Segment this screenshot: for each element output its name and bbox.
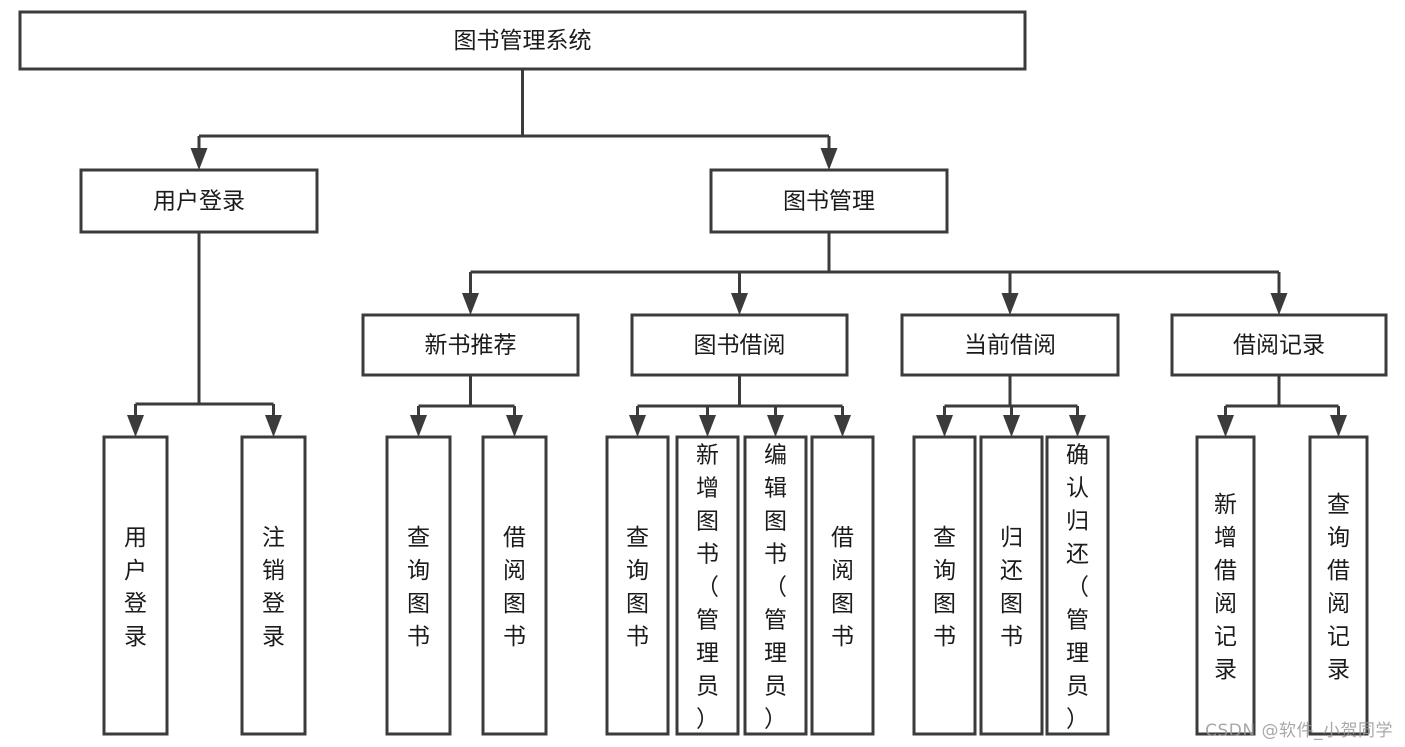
node-label: 新书推荐 [425,333,517,359]
node-leaf-query-book-borrow[interactable]: 查询图书 [605,435,670,736]
node-label: 查询图书 [407,525,430,650]
node-label: 图书管理系统 [454,28,592,54]
arrow-head-icon [834,415,851,437]
node-box [605,435,670,736]
node-box [743,435,808,736]
node-box [675,435,740,736]
node-label: 查询图书 [626,525,649,650]
node-box [79,168,319,234]
node-root[interactable]: 图书管理系统 [18,10,1027,71]
node-box [385,435,452,736]
node-book-borrow[interactable]: 图书借阅 [630,313,849,377]
edges-layer [127,69,1347,437]
node-leaf-query-book-rec[interactable]: 查询图书 [385,435,452,736]
node-label: 借阅记录 [1233,333,1325,359]
node-leaf-borrow-book-rec[interactable]: 借阅图书 [481,435,548,736]
node-current-borrow[interactable]: 当前借阅 [900,313,1120,377]
node-label: 查询图书 [933,525,956,650]
node-label: 图书借阅 [694,333,786,359]
arrow-head-icon [410,415,427,437]
edge-group-new-book-recommend [410,375,523,437]
node-label: 归还图书 [1000,525,1023,650]
edge-group-book-borrow [629,375,851,437]
arrow-head-icon [462,293,479,315]
arrow-head-icon [1001,293,1019,315]
arrow-head-icon [629,415,646,437]
node-box [1170,313,1388,377]
node-user-login[interactable]: 用户登录 [79,168,319,234]
arrow-head-icon [127,415,144,437]
arrow-head-icon [1217,415,1234,437]
node-leaf-return-book[interactable]: 归还图书 [979,435,1044,736]
node-label: 借阅图书 [503,525,526,650]
edge-group-borrow-record [1217,375,1347,437]
node-box [240,435,307,736]
node-box [900,313,1120,377]
arrow-head-icon [767,415,784,437]
node-leaf-logout[interactable]: 注销登录 [240,435,307,736]
node-label: 查询借阅记录 [1327,492,1350,683]
edge-group-book-manage [462,232,1288,315]
node-leaf-user-login[interactable]: 用户登录 [102,435,169,736]
node-box [810,435,875,736]
arrow-head-icon [1003,415,1020,437]
nodes-layer: 图书管理系统用户登录图书管理新书推荐图书借阅当前借阅借阅记录用户登录注销登录查询… [18,10,1388,736]
node-label: 当前借阅 [964,333,1056,359]
node-new-book-recommend[interactable]: 新书推荐 [361,313,580,377]
arrow-head-icon [506,415,523,437]
arrow-head-icon [936,415,953,437]
arrow-head-icon [1270,293,1288,315]
node-label: 确认归还（管理员） [1066,443,1089,733]
node-box [481,435,548,736]
arrow-head-icon [820,148,838,170]
edge-group-user-login [127,232,282,437]
node-label: 新增图书（管理员） [696,443,719,733]
node-leaf-add-book[interactable]: 新增图书（管理员） [675,435,740,736]
node-box [18,10,1027,71]
node-leaf-confirm-return[interactable]: 确认归还（管理员） [1045,435,1110,736]
node-box [1195,435,1256,736]
node-label: 注销登录 [262,525,285,650]
node-box [1308,435,1369,736]
node-label: 用户登录 [153,189,245,215]
node-leaf-query-record[interactable]: 查询借阅记录 [1308,435,1369,736]
arrow-head-icon [699,415,716,437]
node-box [630,313,849,377]
arrow-head-icon [1069,415,1086,437]
node-box [361,313,580,377]
node-label: 新增借阅记录 [1214,492,1237,683]
arrow-head-icon [1330,415,1347,437]
node-label: 用户登录 [124,525,147,650]
arrow-head-icon [265,415,282,437]
arrow-head-icon [190,148,208,170]
node-leaf-query-book-current[interactable]: 查询图书 [912,435,977,736]
node-label: 借阅图书 [831,525,854,650]
edge-group-current-borrow [936,375,1086,437]
node-box [979,435,1044,736]
node-leaf-edit-book[interactable]: 编辑图书（管理员） [743,435,808,736]
node-box [102,435,169,736]
node-label: 编辑图书（管理员） [764,443,787,733]
edge-group-root [190,69,838,170]
node-label: 图书管理 [783,189,875,215]
arrow-head-icon [731,293,748,315]
node-borrow-record[interactable]: 借阅记录 [1170,313,1388,377]
node-leaf-borrow-book[interactable]: 借阅图书 [810,435,875,736]
node-box [709,168,949,234]
node-box [912,435,977,736]
node-book-manage[interactable]: 图书管理 [709,168,949,234]
node-box [1045,435,1110,736]
node-leaf-add-record[interactable]: 新增借阅记录 [1195,435,1256,736]
